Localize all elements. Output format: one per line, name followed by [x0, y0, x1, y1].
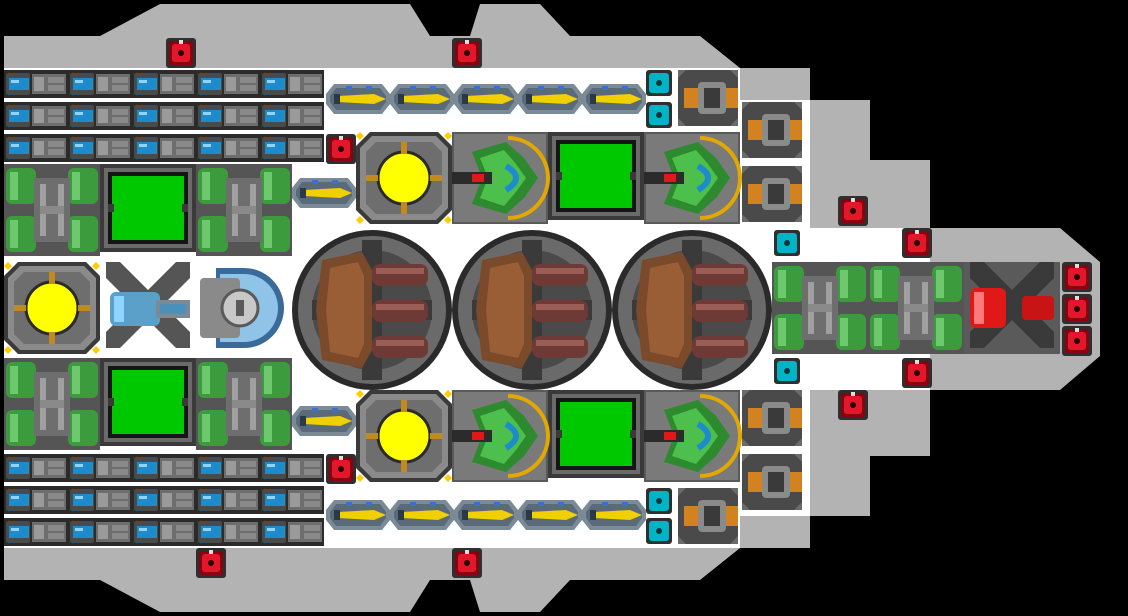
battery-cell[interactable] — [196, 70, 260, 98]
battery-cell[interactable] — [260, 70, 324, 98]
missile-pod[interactable] — [518, 500, 582, 530]
battery-cell[interactable] — [132, 70, 196, 98]
reactor-top[interactable] — [354, 130, 454, 226]
connector-port[interactable] — [452, 38, 482, 68]
connector-port[interactable] — [774, 358, 800, 384]
battery-cell[interactable] — [196, 134, 260, 162]
battery-cell[interactable] — [68, 102, 132, 130]
battery-cell[interactable] — [4, 134, 68, 162]
plasma-turret-top-a[interactable] — [452, 132, 548, 224]
battery-cell[interactable] — [132, 102, 196, 130]
fuel-tank-rear-b[interactable] — [868, 262, 964, 354]
battery-cell[interactable] — [260, 102, 324, 130]
battery-cell[interactable] — [4, 102, 68, 130]
battery-cell[interactable] — [196, 454, 260, 482]
battery-bank-top[interactable] — [4, 70, 324, 162]
plasma-turret-top-b[interactable] — [644, 132, 740, 224]
missile-pod[interactable] — [454, 84, 518, 114]
battery-cell[interactable] — [260, 518, 324, 546]
missile-pod[interactable] — [292, 178, 356, 208]
battery-cell[interactable] — [68, 70, 132, 98]
shield-generator-top-left[interactable] — [100, 164, 196, 252]
battery-cell[interactable] — [68, 454, 132, 482]
heavy-cannon-1[interactable] — [292, 230, 452, 390]
shield-generator-bottom-center[interactable] — [548, 390, 644, 478]
missile-pod[interactable] — [326, 500, 390, 530]
missile-pod[interactable] — [326, 84, 390, 114]
heavy-cannon-2[interactable] — [452, 230, 612, 390]
battery-cell[interactable] — [4, 70, 68, 98]
battery-cell[interactable] — [4, 486, 68, 514]
shield-generator-bottom-left[interactable] — [100, 358, 196, 446]
missile-pod[interactable] — [292, 406, 356, 436]
connector-port[interactable] — [1062, 294, 1092, 324]
fuel-tank-bottom-left[interactable] — [4, 358, 100, 450]
battery-cell[interactable] — [260, 486, 324, 514]
connector-port[interactable] — [646, 102, 672, 128]
missile-pod[interactable] — [582, 500, 646, 530]
battery-cell[interactable] — [260, 454, 324, 482]
battery-cell[interactable] — [68, 486, 132, 514]
reactor-bottom[interactable] — [354, 388, 454, 484]
battery-cell[interactable] — [132, 134, 196, 162]
connector-port[interactable] — [1062, 326, 1092, 356]
battery-cell[interactable] — [196, 486, 260, 514]
tractor-beam[interactable] — [100, 262, 196, 354]
connector-port[interactable] — [646, 70, 672, 96]
connector-port[interactable] — [196, 548, 226, 578]
connector-port[interactable] — [646, 518, 672, 544]
connector-port[interactable] — [1062, 262, 1092, 292]
battery-cell[interactable] — [196, 102, 260, 130]
connector-port[interactable] — [326, 134, 356, 164]
battery-cell[interactable] — [132, 454, 196, 482]
battery-cell[interactable] — [132, 486, 196, 514]
fuel-tank-top-left[interactable] — [4, 164, 100, 256]
plasma-turret-bottom-b[interactable] — [644, 390, 740, 482]
connector-port[interactable] — [774, 230, 800, 256]
missile-pod[interactable] — [518, 84, 582, 114]
missile-pod[interactable] — [390, 84, 454, 114]
battery-cell[interactable] — [196, 518, 260, 546]
main-engine[interactable] — [964, 262, 1060, 354]
fuel-tank-top-right[interactable] — [196, 164, 292, 256]
missile-pod[interactable] — [454, 500, 518, 530]
dome-emitter[interactable] — [196, 262, 292, 354]
connector-port[interactable] — [326, 454, 356, 484]
connector-port[interactable] — [902, 358, 932, 388]
connector-port[interactable] — [166, 38, 196, 68]
thruster[interactable] — [742, 454, 802, 510]
connector-port[interactable] — [902, 228, 932, 258]
connector-port[interactable] — [646, 488, 672, 514]
shield-generator-top-center[interactable] — [548, 132, 644, 220]
thruster[interactable] — [742, 390, 802, 446]
heavy-cannon-3[interactable] — [612, 230, 772, 390]
battery-cell[interactable] — [4, 454, 68, 482]
battery-cell[interactable] — [4, 518, 68, 546]
reactor-mid-left[interactable] — [2, 260, 102, 356]
thruster[interactable] — [678, 70, 738, 126]
thruster[interactable] — [742, 102, 802, 158]
battery-cell[interactable] — [260, 134, 324, 162]
connector-port[interactable] — [838, 390, 868, 420]
battery-cell[interactable] — [132, 518, 196, 546]
battery-bank-bottom[interactable] — [4, 454, 324, 546]
missile-pod[interactable] — [582, 84, 646, 114]
thruster[interactable] — [678, 488, 738, 544]
connector-port[interactable] — [838, 196, 868, 226]
fuel-tank-bottom-right[interactable] — [196, 358, 292, 450]
missile-pod[interactable] — [390, 500, 454, 530]
connector-port[interactable] — [452, 548, 482, 578]
plasma-turret-bottom-a[interactable] — [452, 390, 548, 482]
fuel-tank-rear-a[interactable] — [772, 262, 868, 354]
battery-cell[interactable] — [68, 518, 132, 546]
thruster[interactable] — [742, 166, 802, 222]
battery-cell[interactable] — [68, 134, 132, 162]
